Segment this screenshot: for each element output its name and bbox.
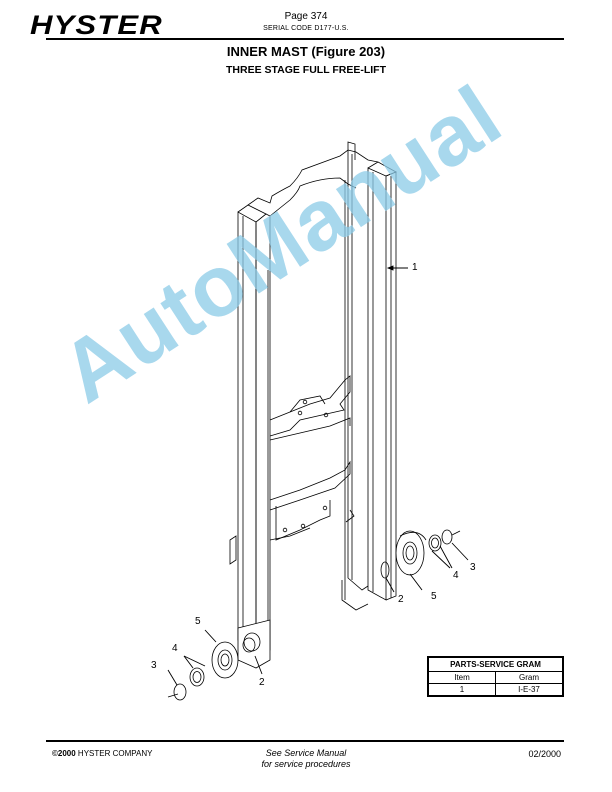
leader-lines <box>167 265 469 686</box>
footer-note-line1: See Service Manual <box>265 748 347 758</box>
right-rail <box>341 150 397 611</box>
page-title: INNER MAST (Figure 203) <box>226 44 386 59</box>
company-name: HYSTER COMPANY <box>75 749 153 758</box>
gram-row-item: 1 <box>427 683 496 697</box>
footer-copyright: ©2000 HYSTER COMPANY <box>52 749 152 758</box>
right-roller-assembly <box>380 529 461 579</box>
callout-2-left: 2 <box>259 677 265 688</box>
copyright-year: ©2000 <box>52 749 76 758</box>
callout-5-right: 5 <box>431 591 437 602</box>
callout-3-left: 3 <box>151 660 157 671</box>
lower-crossmember <box>269 460 355 541</box>
callout-5-left: 5 <box>195 616 201 627</box>
left-roller-assembly <box>167 619 271 701</box>
footer-rule <box>46 740 564 742</box>
top-crossmember <box>247 141 379 217</box>
header-rule <box>46 38 564 40</box>
table-row: 1 I-E-37 <box>427 683 564 697</box>
gram-row-gram: I-E-37 <box>495 683 564 697</box>
hyster-logo: HYSTER <box>30 10 163 40</box>
gram-col-gram: Gram <box>495 671 564 684</box>
page-number: Page 374 <box>284 11 328 22</box>
gram-col-item: Item <box>427 671 496 684</box>
page-subtitle: THREE STAGE FULL FREE-LIFT <box>225 64 387 76</box>
footer-date: 02/2000 <box>528 749 561 759</box>
gram-table-title: PARTS-SERVICE GRAM <box>427 656 564 672</box>
parts-service-gram-table: PARTS-SERVICE GRAM Item Gram 1 I-E-37 <box>427 656 564 697</box>
callout-2-right: 2 <box>398 594 404 605</box>
footer-note: See Service Manual for service procedure… <box>0 748 612 770</box>
serial-code: SERIAL CODE D177-U.S. <box>263 25 349 32</box>
callout-1: 1 <box>412 262 418 273</box>
callout-4-right: 4 <box>453 570 459 581</box>
callout-4-left: 4 <box>172 643 178 654</box>
callout-3-right: 3 <box>470 562 476 573</box>
middle-crossmember <box>269 375 351 441</box>
footer-note-line2: for service procedures <box>261 759 351 769</box>
